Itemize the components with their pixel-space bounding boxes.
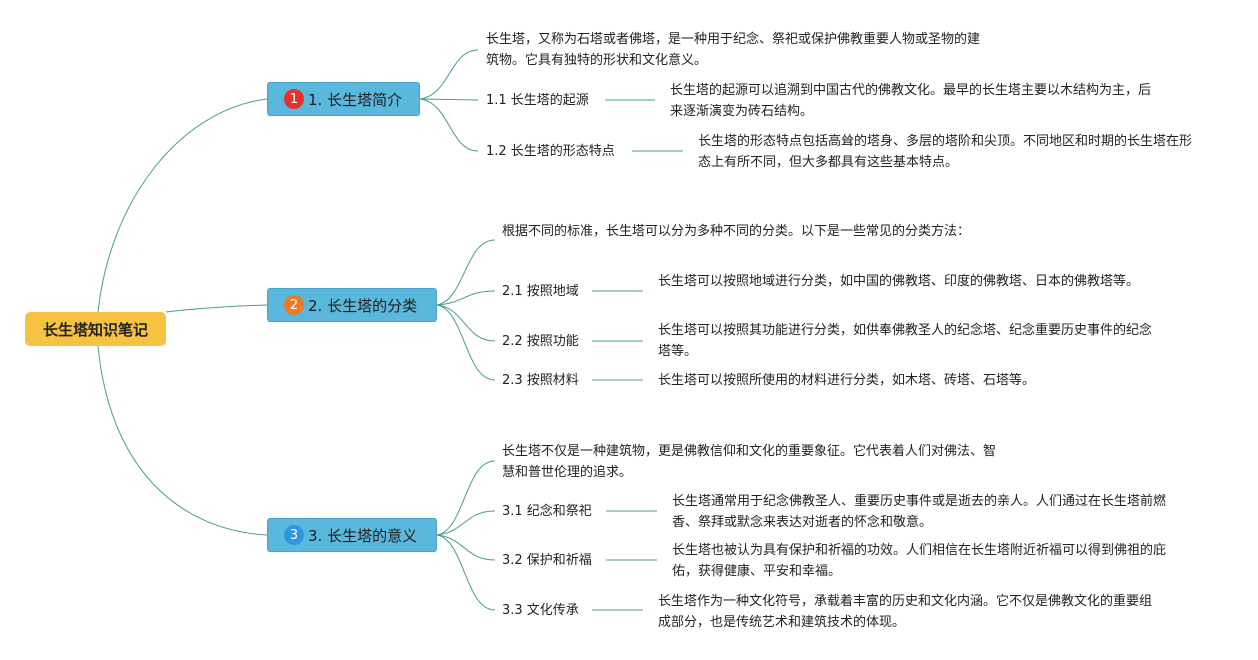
connector-topic1-sub1 <box>419 98 479 101</box>
connector-topic3-intro <box>436 460 496 536</box>
subtopic-2-1-label[interactable]: 2.1 按照地域 <box>502 284 579 299</box>
subtopic-2-3-text: 长生塔可以按照所使用的材料进行分类，如木塔、砖塔、石塔等。 <box>658 373 1036 388</box>
priority-3-icon: 3 <box>284 525 304 545</box>
topic-1-node[interactable]: 1 1. 长生塔简介 <box>267 82 420 116</box>
subtopic-2-2-text: 长生塔可以按照其功能进行分类，如供奉佛教圣人的纪念塔、纪念重要历史事件的纪念塔等… <box>658 323 1153 359</box>
connector-topic1-intro <box>419 49 479 100</box>
subtopic-3-3-text: 长生塔作为一种文化符号，承载着丰富的历史和文化内涵。它不仅是佛教文化的重要组成部… <box>658 594 1153 630</box>
subtopic-3-1-label[interactable]: 3.1 纪念和祭祀 <box>502 504 592 519</box>
connector-root-topic-2 <box>165 304 268 313</box>
topic-3-label: 3. 长生塔的意义 <box>308 526 418 545</box>
topic-1-intro: 长生塔，又称为石塔或者佛塔，是一种用于纪念、祭祀或保护佛教重要人物或圣物的建筑物… <box>486 32 981 68</box>
root-node[interactable]: 长生塔知识笔记 <box>25 312 166 346</box>
connector-root-topic-1 <box>97 98 268 313</box>
topic-2-intro: 根据不同的标准，长生塔可以分为多种不同的分类。以下是一些常见的分类方法： <box>502 224 971 239</box>
connector-root-topic-3 <box>97 345 268 536</box>
root-label: 长生塔知识笔记 <box>42 320 148 339</box>
subtopic-1-2-label[interactable]: 1.2 长生塔的形态特点 <box>486 144 615 159</box>
subtopic-2-2-label[interactable]: 2.2 按照功能 <box>502 334 579 349</box>
connector-topic2-sub2 <box>436 304 496 342</box>
topic-1-label: 1. 长生塔简介 <box>308 90 403 109</box>
subtopic-1-1-text: 长生塔的起源可以追溯到中国古代的佛教文化。最早的长生塔主要以木结构为主，后来逐渐… <box>670 83 1152 119</box>
subtopic-1-2-text: 长生塔的形态特点包括高耸的塔身、多层的塔阶和尖顶。不同地区和时期的长生塔在形态上… <box>698 134 1193 170</box>
priority-1-icon: 1 <box>284 89 304 109</box>
subtopic-2-1-text: 长生塔可以按照地域进行分类，如中国的佛教塔、印度的佛教塔、日本的佛教塔等。 <box>658 274 1140 289</box>
connector-topic3-sub1 <box>436 510 496 536</box>
subtopic-3-2-label[interactable]: 3.2 保护和祈福 <box>502 553 592 568</box>
topic-3-intro: 长生塔不仅是一种建筑物，更是佛教信仰和文化的重要象征。它代表着人们对佛法、智慧和… <box>502 444 997 480</box>
connector-topic2-sub1 <box>436 290 496 306</box>
subtopic-1-1-label[interactable]: 1.1 长生塔的起源 <box>486 93 589 108</box>
subtopic-3-2-text: 长生塔也被认为具有保护和祈福的功效。人们相信在长生塔附近祈福可以得到佛祖的庇佑，… <box>672 543 1167 579</box>
connector-topic3-sub2 <box>436 534 496 561</box>
subtopic-3-3-label[interactable]: 3.3 文化传承 <box>502 603 579 618</box>
topic-2-label: 2. 长生塔的分类 <box>308 296 418 315</box>
subtopic-2-3-label[interactable]: 2.3 按照材料 <box>502 373 579 388</box>
connector-topic2-sub3 <box>436 304 496 381</box>
topic-3-node[interactable]: 3 3. 长生塔的意义 <box>267 518 437 552</box>
topic-2-node[interactable]: 2 2. 长生塔的分类 <box>267 288 437 322</box>
subtopic-3-1-text: 长生塔通常用于纪念佛教圣人、重要历史事件或是逝去的亲人。人们通过在长生塔前燃香、… <box>672 494 1167 530</box>
connector-topic1-sub2 <box>419 98 479 152</box>
priority-2-icon: 2 <box>284 295 304 315</box>
connector-topic3-sub3 <box>436 534 496 611</box>
connector-topic2-intro <box>436 239 496 306</box>
